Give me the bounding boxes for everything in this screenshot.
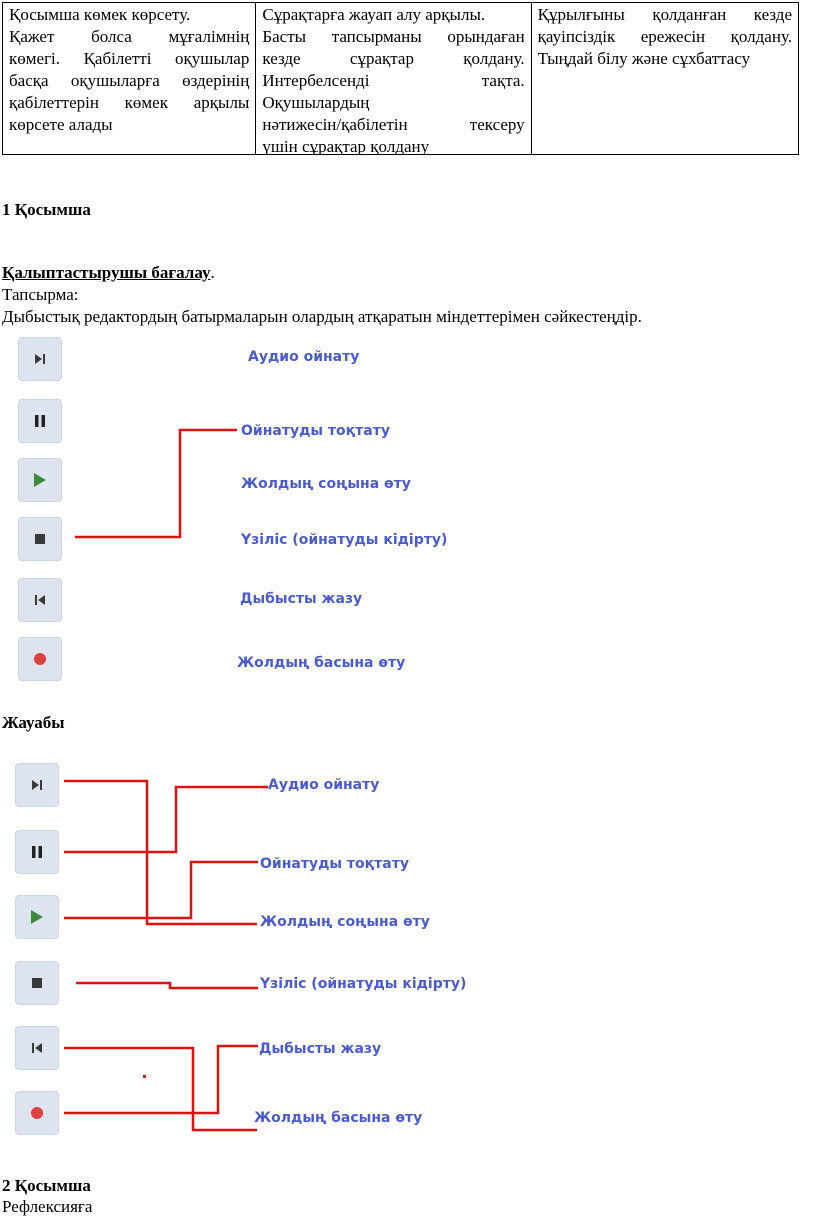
answer-label-go-to-end: Жолдың соңына өту xyxy=(260,914,430,930)
answer-label-record: Дыбысты жазу xyxy=(259,1041,382,1057)
stop-button xyxy=(18,517,62,561)
skip-to-start-icon xyxy=(32,1043,42,1053)
answer-label-audio-play: Аудио ойнату xyxy=(268,777,380,793)
stop-icon xyxy=(35,534,45,544)
answer-label-stop-playback: Ойнатуды тоқтату xyxy=(260,856,409,872)
appendix2-text: Рефлексияға xyxy=(2,1197,93,1216)
answer-skip-to-start-button xyxy=(15,1026,59,1070)
answer-label-pause: Үзіліс (ойнатуды кідірту) xyxy=(260,976,467,992)
task-text: Дыбыстық редактордың батырмаларын оларды… xyxy=(2,307,642,326)
skip-to-start-button xyxy=(18,578,62,622)
pause-icon xyxy=(35,415,45,427)
task-label-go-to-start: Жолдың басына өту xyxy=(237,655,406,671)
task-label-audio-play: Аудио ойнату xyxy=(248,349,360,365)
strategy-table: Қосымша көмек көрсету. Қажет болса мұғал… xyxy=(2,2,799,155)
appendix1-heading: 1 Қосымша xyxy=(2,200,91,219)
pause-button xyxy=(18,399,62,443)
answer-label-go-to-start: Жолдың басына өту xyxy=(254,1110,423,1126)
record-icon xyxy=(34,653,46,665)
table-cell-support: Қосымша көмек көрсету. Қажет болса мұғал… xyxy=(9,5,250,134)
appendix2-heading: 2 Қосымша xyxy=(2,1176,91,1195)
stray-dot xyxy=(143,1075,146,1078)
assessment-title: Қалыптастырушы бағалау xyxy=(2,263,211,282)
assessment-line: Қалыптастырушы бағалау. xyxy=(2,263,215,283)
record-button xyxy=(18,637,62,681)
play-icon xyxy=(31,910,43,924)
record-icon xyxy=(31,1107,43,1119)
pause-icon xyxy=(32,846,42,858)
task-label-pause: Үзіліс (ойнатуды кідірту) xyxy=(241,532,448,548)
answer-skip-to-end-button xyxy=(15,763,59,807)
answer-pause-button xyxy=(15,830,59,874)
task-label: Тапсырма: xyxy=(2,285,79,304)
play-button xyxy=(18,458,62,502)
skip-to-end-button xyxy=(18,337,62,381)
skip-to-end-icon xyxy=(35,354,45,364)
table-cell-safety: Құрылғыны қолданған кезде қауіпсіздік ер… xyxy=(530,3,798,154)
table-cell-assessment: Сұрақтарға жауап алу арқылы. Басты тапсы… xyxy=(255,3,530,154)
stop-icon xyxy=(32,978,42,988)
skip-to-end-icon xyxy=(32,780,42,790)
task-label-stop-playback: Ойнатуды тоқтату xyxy=(241,423,390,439)
answer-heading: Жауабы xyxy=(2,713,65,732)
task-label-record: Дыбысты жазу xyxy=(240,591,363,607)
answer-play-button xyxy=(15,895,59,939)
task-label-go-to-end: Жолдың соңына өту xyxy=(241,476,411,492)
assessment-period: . xyxy=(210,263,215,282)
play-icon xyxy=(34,473,46,487)
answer-record-button xyxy=(15,1091,59,1135)
answer-stop-button xyxy=(15,961,59,1005)
skip-to-start-icon xyxy=(35,595,45,605)
